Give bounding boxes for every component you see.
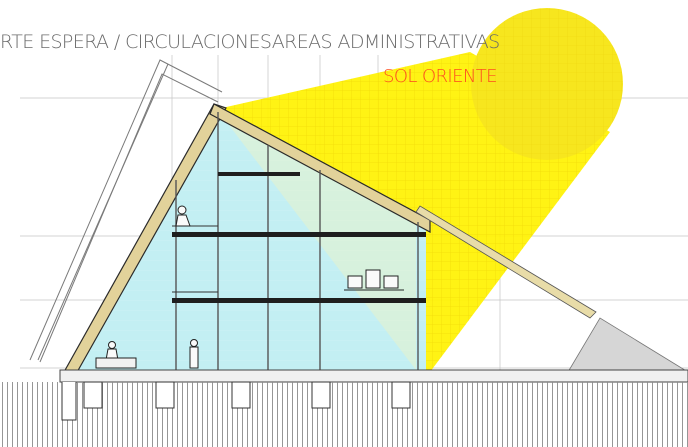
ground-hatch <box>0 382 688 447</box>
workstation-figure <box>344 269 404 291</box>
person-figure <box>105 205 199 369</box>
reception-desk <box>95 357 137 369</box>
roof-structure <box>63 103 597 375</box>
sun-label: SOL ORIENTE <box>383 66 498 87</box>
retaining-wedge <box>567 317 688 373</box>
ground-slab <box>59 369 688 383</box>
footings <box>61 381 411 421</box>
section-caption: RTE ESPERA / CIRCULACIONESAREAS ADMINIST… <box>0 31 500 53</box>
floor-slabs <box>172 172 426 303</box>
canopy-frame <box>29 59 223 363</box>
mullions <box>175 112 419 372</box>
